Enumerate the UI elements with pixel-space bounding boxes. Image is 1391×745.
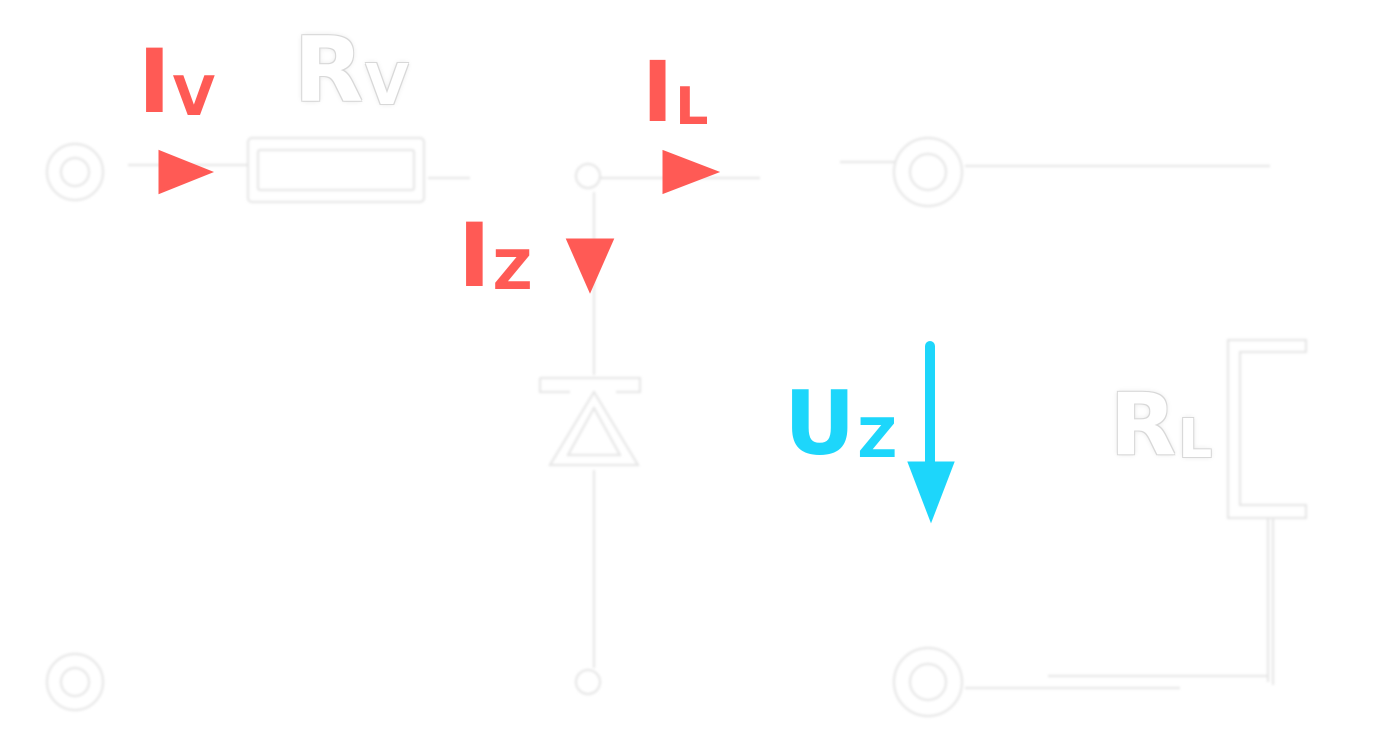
rv-label: RV	[294, 18, 409, 123]
iz-label: IZ	[458, 204, 533, 307]
wiring	[46, 137, 1307, 717]
input-terminal-top	[46, 143, 104, 201]
zener-diode	[539, 377, 641, 466]
il-arrow	[662, 149, 721, 195]
junction-top	[575, 163, 601, 189]
input-terminal-bottom	[46, 653, 104, 711]
series-resistor	[247, 137, 425, 203]
uz-label: UZ	[784, 372, 898, 475]
load-resistor	[1227, 339, 1307, 519]
il-label: IL	[642, 43, 709, 141]
output-terminal-bottom	[893, 647, 963, 717]
junction-bottom	[575, 669, 601, 695]
iz-arrow	[565, 238, 615, 294]
output-terminal-top	[893, 137, 963, 207]
current-arrows	[158, 149, 721, 294]
iv-label: IV	[138, 30, 215, 133]
uz-arrow	[907, 341, 955, 524]
rl-label: RL	[1110, 375, 1213, 475]
iv-arrow	[158, 149, 215, 195]
